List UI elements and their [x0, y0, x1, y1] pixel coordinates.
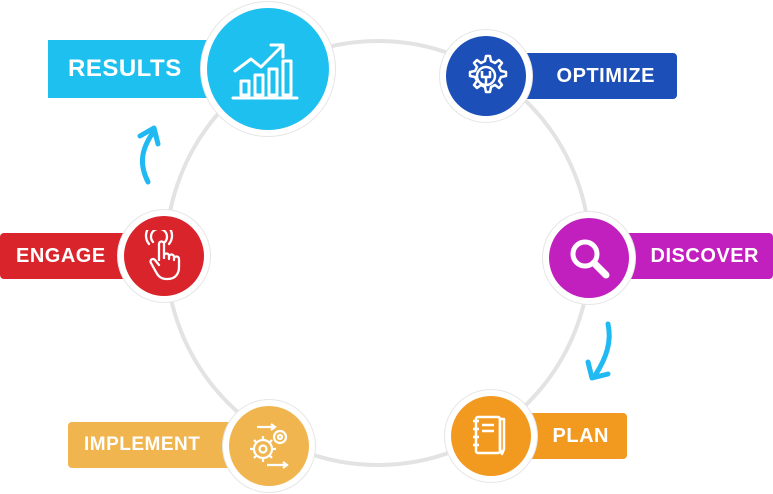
- growth-chart-icon: [231, 43, 299, 100]
- plan-label: PLAN: [552, 424, 609, 447]
- touch-hand-icon: [144, 230, 181, 281]
- arrow-down-icon: [585, 321, 612, 381]
- optimize-label-tag: OPTIMIZE: [510, 53, 677, 99]
- results-label-tag: RESULTS: [48, 40, 218, 98]
- optimize-label: OPTIMIZE: [556, 64, 655, 87]
- results-label: RESULTS: [68, 55, 182, 82]
- engage-label: ENGAGE: [16, 244, 106, 267]
- discover-label-tag: DISCOVER: [612, 233, 773, 279]
- discover-label: DISCOVER: [650, 244, 759, 267]
- implement-label: IMPLEMENT: [84, 434, 201, 455]
- implement-label-tag: IMPLEMENT: [68, 422, 238, 468]
- arrow-up-icon: [137, 125, 161, 185]
- gear-wrench-icon: [468, 54, 508, 94]
- magnifier-icon: [570, 239, 610, 279]
- engage-node: [118, 210, 210, 302]
- results-node: [201, 2, 335, 136]
- implement-node: [223, 400, 315, 492]
- notebook-pen-icon: [473, 415, 506, 456]
- discover-node: [543, 212, 635, 304]
- plan-node: [445, 390, 537, 482]
- gears-icon: [250, 423, 289, 469]
- optimize-node: [440, 30, 532, 122]
